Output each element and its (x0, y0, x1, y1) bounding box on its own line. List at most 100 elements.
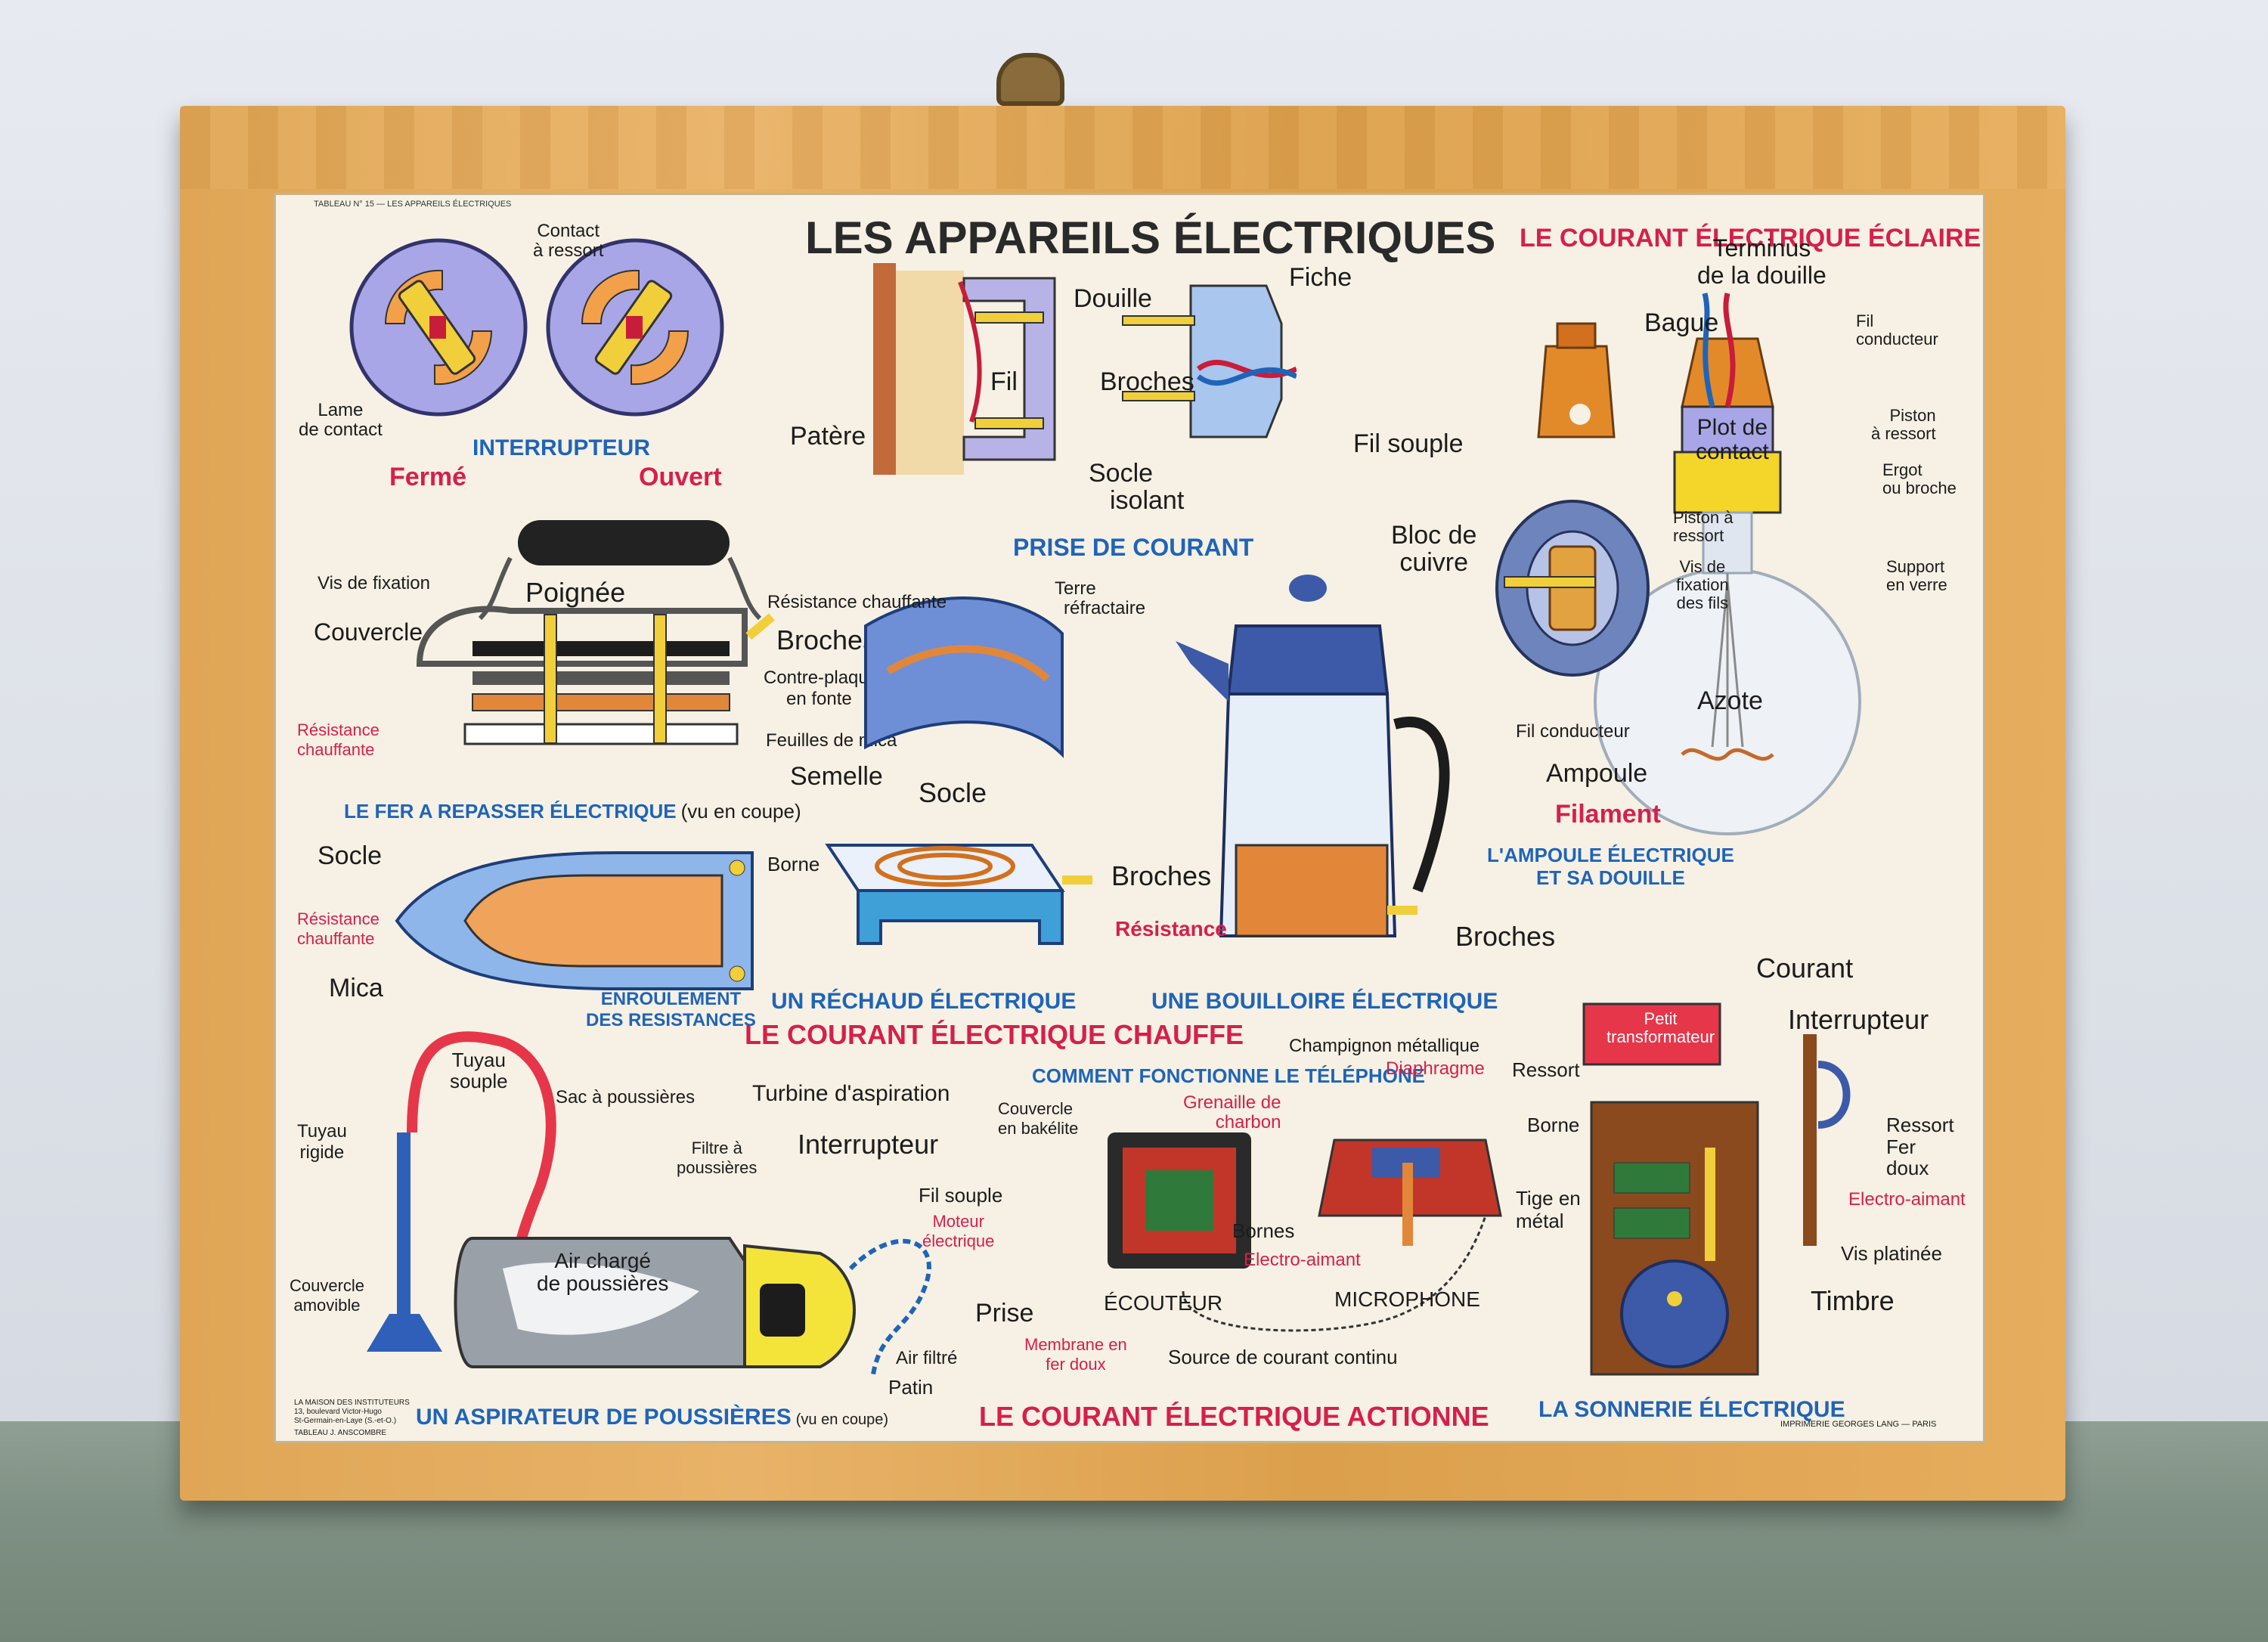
lamp-socket-diagram (1537, 293, 1861, 835)
label-bornes: Bornes (1232, 1219, 1295, 1242)
label-socle-rechaud: Socle (919, 777, 987, 808)
stove-diagram (825, 596, 1092, 945)
socket-diagram (873, 263, 1297, 475)
vacuum-diagram (367, 1031, 931, 1375)
label-diaphragme: Diaphragme (1386, 1058, 1485, 1079)
telephone-diagram (1108, 1132, 1502, 1332)
label-bague: Bague (1644, 308, 1719, 337)
label-azote: Azote (1697, 686, 1763, 715)
label-douille: Douille (1074, 284, 1152, 313)
label-interrupteur-asp: Interrupteur (798, 1129, 939, 1160)
label-filament: Filament (1555, 800, 1661, 829)
section-eclaire: LE COURANT ÉLECTRIQUE ÉCLAIRE (1520, 224, 1981, 252)
section-actionne: LE COURANT ÉLECTRIQUE ACTIONNE (979, 1401, 1489, 1432)
label-resistance-bouilloire: Résistance (1115, 917, 1227, 940)
label-ressort-sonnerie: Ressort (1886, 1114, 1954, 1136)
label-fil-conducteur: Fil conducteur (1516, 721, 1630, 742)
caption-telephone: COMMENT FONCTIONNE LE TÉLÉPHONE (1032, 1064, 1425, 1087)
caption-prise: PRISE DE COURANT (1013, 534, 1254, 561)
label-vis-platinee: Vis platinée (1841, 1242, 1942, 1265)
label-ouvert: Ouvert (639, 463, 722, 491)
caption-interrupteur: INTERRUPTEUR (472, 435, 651, 460)
label-broches-bouilloire: Broches (1455, 921, 1556, 952)
switch-diagrams (349, 238, 724, 417)
label-fiche: Fiche (1289, 263, 1352, 292)
poster: TABLEAU N° 15 — LES APPAREILS ÉLECTRIQUE… (274, 193, 1985, 1443)
label-patere: Patère (790, 422, 866, 451)
label-ampoule: Ampoule (1546, 759, 1648, 788)
label-vis-fixation: Vis de fixation (318, 573, 430, 593)
label-ressort-tel: Ressort (1512, 1058, 1580, 1081)
label-semelle: Semelle (790, 762, 883, 791)
caption-aspirateur: UN ASPIRATEUR DE POUSSIÈRES(vu en coupe) (416, 1405, 889, 1430)
label-fil-souple-asp: Fil souple (919, 1184, 1003, 1207)
label-interrupteur-sonnerie: Interrupteur (1788, 1004, 1929, 1035)
label-patin: Patin (888, 1376, 934, 1399)
section-chauffe: LE COURANT ÉLECTRIQUE CHAUFFE (745, 1019, 1244, 1050)
label-broches-rechaud: Broches (1111, 860, 1212, 891)
label-fil: Fil (990, 367, 1018, 396)
label-courant: Courant (1756, 953, 1854, 984)
bell-diagram (1582, 1002, 1851, 1376)
label-ferme: Fermé (389, 463, 467, 491)
iron-cross-section (416, 520, 775, 745)
hanging-hook (996, 53, 1064, 106)
label-poignee: Poignée (525, 577, 626, 608)
caption-fer: LE FER A REPASSER ÉLECTRIQUE(vu en coupe… (344, 800, 801, 823)
label-mica: Mica (329, 974, 383, 1002)
label-electro-tel: Electro-aimant (1244, 1250, 1361, 1270)
label-resistance-rechaud: Résistance chauffante (767, 592, 947, 612)
poster-header-small: TABLEAU N° 15 — LES APPAREILS ÉLECTRIQUE… (314, 200, 512, 209)
label-borne-fer: Borne (767, 853, 820, 875)
label-socle-fer: Socle (318, 841, 383, 870)
label-source: Source de courant continu (1168, 1346, 1398, 1368)
caption-bouilloire: UNE BOUILLOIRE ÉLECTRIQUE (1151, 989, 1498, 1014)
printer-credit: IMPRIMERIE GEORGES LANG — PARIS (1780, 1420, 1937, 1429)
caption-rechaud: UN RÉCHAUD ÉLECTRIQUE (771, 989, 1077, 1014)
label-microphone: MICROPHONE (1334, 1287, 1480, 1311)
label-couvercle: Couvercle (314, 618, 423, 646)
label-champignon: Champignon métallique (1289, 1036, 1480, 1056)
iron-base-diagram (395, 851, 754, 990)
label-fil-souple: Fil souple (1353, 429, 1464, 458)
label-broches-fer: Broches (776, 624, 877, 655)
copper-block-diagram (1495, 500, 1650, 677)
label-timbre: Timbre (1811, 1285, 1895, 1316)
kettle-diagram (1176, 575, 1450, 937)
poster-title: LES APPAREILS ÉLECTRIQUES (805, 212, 1496, 263)
label-broches-prise: Broches (1100, 367, 1194, 396)
label-borne-tel: Borne (1527, 1114, 1580, 1136)
caption-sonnerie: LA SONNERIE ÉLECTRIQUE (1538, 1397, 1845, 1422)
label-air-filtre: Air filtré (896, 1348, 958, 1368)
label-ecouteur: ÉCOUTEUR (1104, 1291, 1223, 1315)
label-electro-sonnerie: Electro-aimant (1848, 1189, 1966, 1210)
